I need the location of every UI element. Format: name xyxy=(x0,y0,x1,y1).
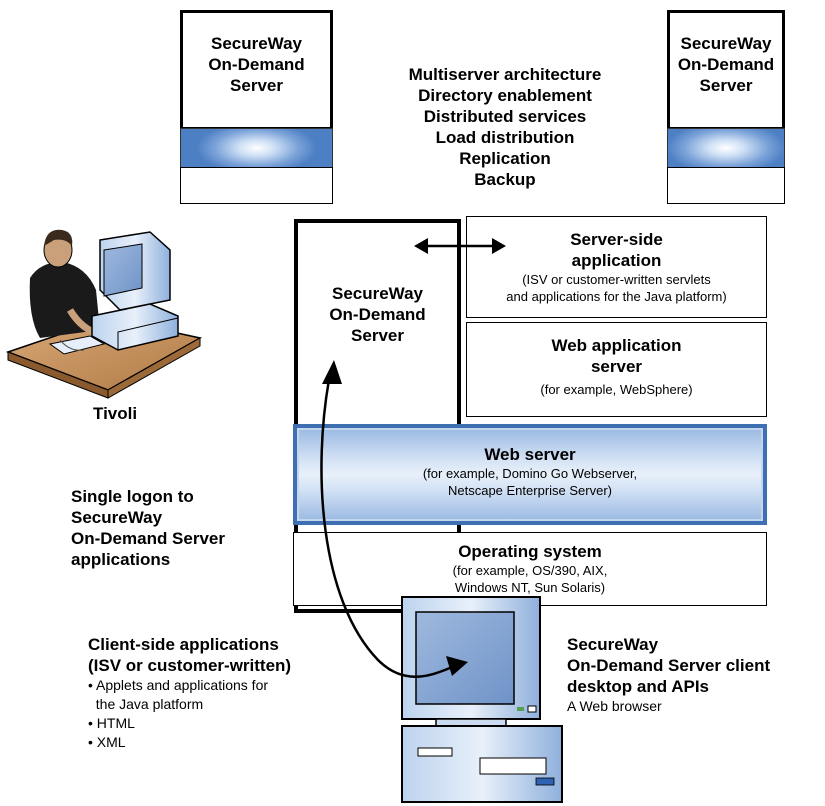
feature-item: Distributed services xyxy=(423,107,587,126)
operating-system-sub-2: Windows NT, Sun Solaris) xyxy=(454,580,606,595)
top-right-server-base xyxy=(667,167,785,204)
double-arrow-left-head xyxy=(414,238,428,254)
server-side-app-title-2: application xyxy=(571,251,662,270)
operating-system-box: Operating system (for example, OS/390, A… xyxy=(293,532,767,606)
client-desktop-text: SecureWay On-Demand Server client deskto… xyxy=(567,634,770,716)
server-side-app-title-1: Server-side xyxy=(570,230,663,249)
server-side-app-sub-1: (ISV or customer-written servlets xyxy=(522,272,711,287)
single-logon-line: On-Demand Server xyxy=(71,529,225,548)
web-server-title: Web server xyxy=(484,445,576,464)
single-logon-line: applications xyxy=(71,550,171,569)
top-left-server-box: SecureWay On-Demand Server xyxy=(180,10,333,130)
feature-item: Replication xyxy=(459,149,551,168)
tivoli-workstation-illustration xyxy=(5,229,203,399)
central-server-title-2: On-Demand xyxy=(329,305,426,324)
top-left-server-title-2: On-Demand xyxy=(208,55,305,74)
central-server-title-1: SecureWay xyxy=(331,284,424,303)
web-server-sub-2: Netscape Enterprise Server) xyxy=(447,483,612,498)
operating-system-title: Operating system xyxy=(458,542,602,561)
client-side-applications: Client-side applications (ISV or custome… xyxy=(88,634,291,752)
single-logon-arrow-bottom-head xyxy=(446,656,468,676)
web-server-sub-1: (for example, Domino Go Webserver, xyxy=(422,466,638,481)
top-right-server-title-1: SecureWay xyxy=(680,34,772,53)
top-right-server-title-3: Server xyxy=(699,76,753,95)
operating-system-sub-1: (for example, OS/390, AIX, xyxy=(452,563,608,578)
tivoli-label: Tivoli xyxy=(93,404,138,423)
client-desktop-title-2: On-Demand Server client xyxy=(567,656,771,675)
client-side-item: • HTML xyxy=(88,715,135,731)
client-desktop-title-3: desktop and APIs xyxy=(567,677,710,696)
single-logon-line: SecureWay xyxy=(71,508,163,527)
web-app-server-title-2: server xyxy=(590,357,643,376)
single-logon-text: Single logon to SecureWay On-Demand Serv… xyxy=(71,486,225,570)
top-right-server-band xyxy=(667,128,785,168)
web-app-server-sub: (for example, WebSphere) xyxy=(540,382,693,397)
server-side-application-box: Server-side application (ISV or customer… xyxy=(466,216,767,318)
top-left-server-band xyxy=(180,128,333,168)
web-server-box: Web server (for example, Domino Go Webse… xyxy=(293,424,767,525)
server-side-app-sub-2: and applications for the Java platform) xyxy=(506,289,727,304)
feature-item: Directory enablement xyxy=(418,86,592,105)
single-logon-arrow-top-head xyxy=(322,360,342,384)
feature-item: Backup xyxy=(474,170,536,189)
feature-item: Load distribution xyxy=(435,128,575,147)
web-app-server-title-1: Web application xyxy=(551,336,682,355)
client-side-title-1: Client-side applications xyxy=(88,635,279,654)
feature-list: Multiserver architecture Directory enabl… xyxy=(355,64,655,190)
feature-item: Multiserver architecture xyxy=(408,65,602,84)
client-side-title-2: (ISV or customer-written) xyxy=(88,656,292,675)
web-application-server-box: Web application server (for example, Web… xyxy=(466,322,767,417)
client-side-item: • Applets and applications for xyxy=(88,677,269,693)
single-logon-line: Single logon to xyxy=(71,487,194,506)
single-logon-arrow xyxy=(320,373,451,678)
client-side-item: • XML xyxy=(88,734,126,750)
top-left-server-title-3: Server xyxy=(230,76,283,95)
client-side-item: the Java platform xyxy=(88,696,204,712)
top-left-server-base xyxy=(180,167,333,204)
client-desktop-title-1: SecureWay xyxy=(567,635,659,654)
client-desktop-sub: A Web browser xyxy=(567,698,662,714)
top-right-server-title-2: On-Demand xyxy=(677,55,775,74)
top-left-server-title-1: SecureWay xyxy=(210,34,303,53)
central-server-title-3: Server xyxy=(351,326,404,345)
double-arrow-right-head xyxy=(492,238,506,254)
client-computer-illustration xyxy=(401,596,563,803)
